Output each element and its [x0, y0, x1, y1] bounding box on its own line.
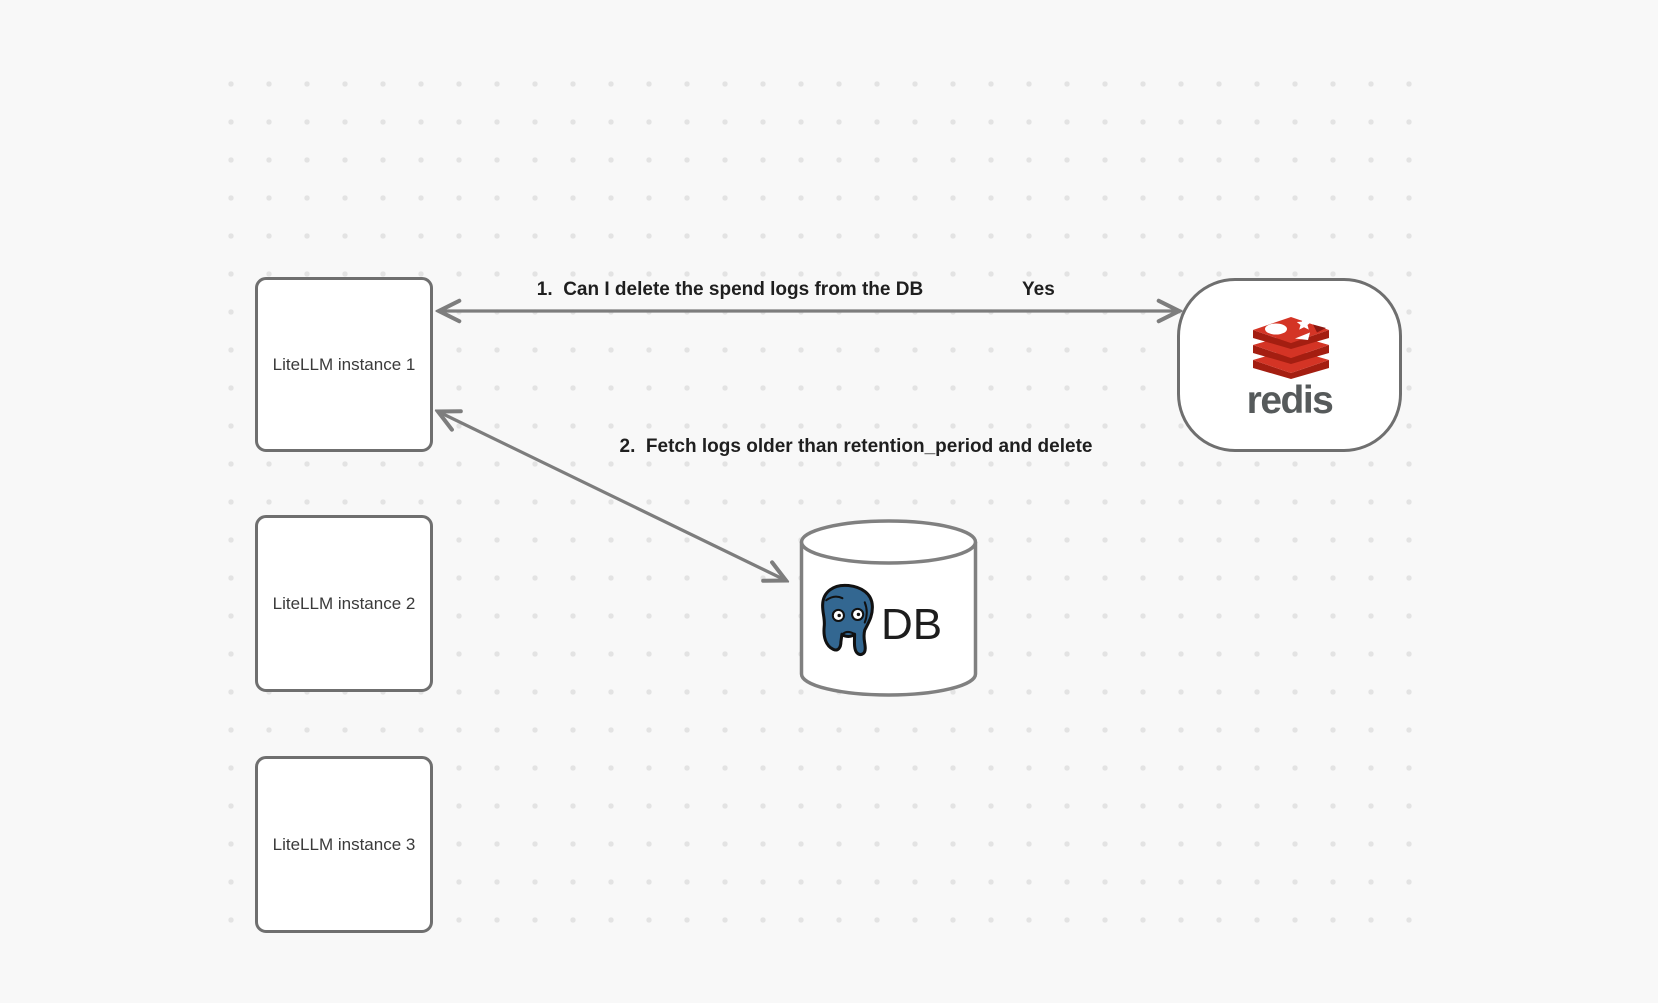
- node-redis: redis: [1177, 278, 1402, 452]
- postgresql-elephant-icon: [821, 583, 874, 656]
- node-litellm-instance-2: LiteLLM instance 2: [255, 515, 433, 692]
- database-label: DB: [881, 600, 943, 649]
- node-database: DB: [798, 519, 979, 698]
- edge-label-2: 2. Fetch logs older than retention_perio…: [619, 436, 1093, 457]
- node-label: LiteLLM instance 1: [272, 354, 416, 374]
- edge-label-yes: Yes: [1022, 279, 1055, 300]
- node-litellm-instance-3: LiteLLM instance 3: [255, 756, 433, 933]
- node-label: LiteLLM instance 2: [272, 593, 416, 613]
- redis-logo-icon: [1253, 317, 1329, 379]
- node-litellm-instance-1: LiteLLM instance 1: [255, 277, 433, 452]
- database-cylinder: [799, 519, 978, 697]
- edge-label-1: 1. Can I delete the spend logs from the …: [536, 279, 924, 300]
- node-label: LiteLLM instance 3: [272, 834, 416, 854]
- redis-wordmark: redis: [1246, 379, 1334, 422]
